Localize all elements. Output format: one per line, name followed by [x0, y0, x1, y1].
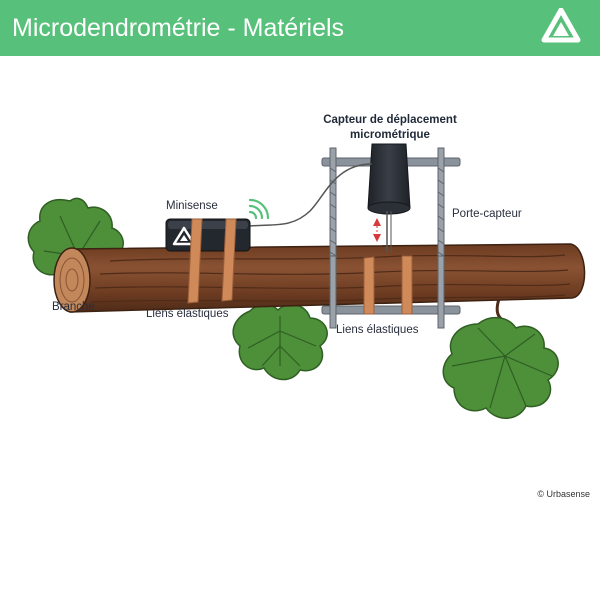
elastic-bands-right: [363, 255, 413, 315]
minisense-label: Minisense: [166, 200, 218, 212]
sensor-label-line1: Capteur de déplacement: [323, 114, 457, 126]
microdendrometer-diagram: [27, 143, 586, 419]
elastic-bands-left: [187, 218, 237, 304]
sensor-label: Capteur de déplacement micrométrique: [310, 113, 470, 143]
branche-label: Branche: [52, 301, 95, 313]
liens-elastiques-right-label: Liens élastiques: [336, 324, 419, 336]
minisense-device: [165, 218, 251, 252]
copyright-notice: © Urbasense: [537, 489, 590, 499]
header-bar: Microdendrométrie - Matériels: [0, 0, 600, 56]
grape-leaf-icon: [232, 303, 328, 381]
liens-elastiques-left-label: Liens élastiques: [146, 308, 229, 320]
frame-upright-front-right: [437, 255, 445, 329]
branch-log: [53, 243, 586, 313]
sensor-cable: [249, 163, 373, 227]
displacement-arrows-icon: [373, 218, 381, 242]
minisense-logo-icon: [172, 226, 196, 246]
diagram-area: Capteur de déplacement micrométrique Min…: [0, 56, 600, 600]
displacement-sensor: [367, 143, 411, 252]
wifi-signal-icon: [248, 198, 270, 220]
porte-capteur-label: Porte-capteur: [452, 208, 522, 220]
porte-capteur-frame: [321, 147, 461, 329]
branch-cut-end: [53, 247, 91, 313]
urbasense-triangle-logo-icon: [541, 8, 581, 43]
sensor-label-line2: micrométrique: [350, 129, 430, 141]
grape-leaf-icon: [442, 295, 559, 419]
frame-upright-front-left: [329, 255, 337, 329]
page-title: Microdendrométrie - Matériels: [12, 14, 345, 42]
